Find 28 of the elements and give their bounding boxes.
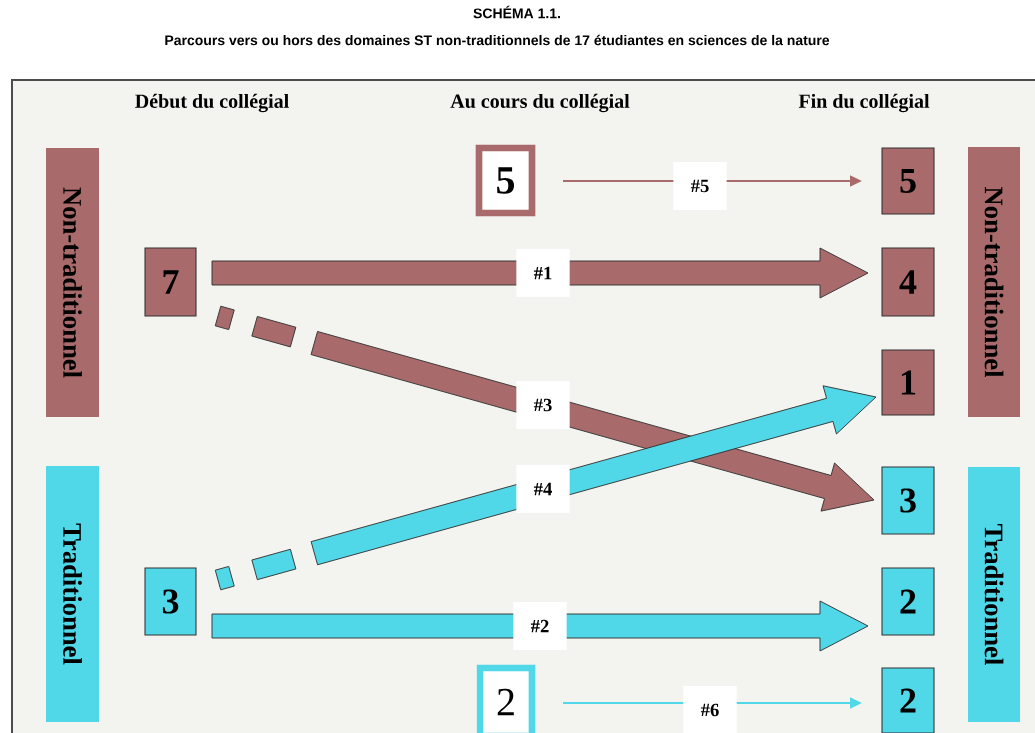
column-heading: Fin du collégial	[798, 93, 930, 113]
edge-label: #1	[516, 249, 570, 297]
count-box: 1	[881, 349, 935, 416]
arrow	[214, 385, 877, 591]
count-box: 2	[881, 567, 935, 636]
count-box: 7	[144, 247, 197, 317]
subtitle: Parcours vers ou hors des domaines ST non-traditionnels de 17 étudiantes en sciences de la nature	[165, 34, 830, 46]
count-box: 2	[476, 664, 536, 733]
count-box: 5	[475, 144, 536, 217]
count-box: 3	[881, 466, 935, 535]
column-heading: Au cours du collégial	[450, 93, 630, 113]
count-box: 4	[881, 247, 935, 317]
arrow	[211, 247, 869, 299]
side-band: Traditionnel	[968, 467, 1020, 722]
edge-label: #5	[673, 162, 727, 210]
count-box: 2	[881, 667, 935, 733]
edge-label: #2	[513, 602, 567, 650]
edge-label: #4	[516, 465, 570, 513]
count-box: 5	[881, 147, 935, 215]
side-band: Non-traditionnel	[46, 148, 99, 417]
edge-label: #6	[683, 686, 737, 733]
count-box: 3	[144, 567, 197, 636]
title: SCHÉMA 1.1.	[473, 5, 560, 19]
column-heading: Début du collégial	[135, 93, 289, 113]
arrow	[211, 600, 869, 652]
side-band: Non-traditionnel	[968, 147, 1020, 417]
edge-label: #3	[516, 381, 570, 429]
side-band: Traditionnel	[46, 466, 99, 722]
